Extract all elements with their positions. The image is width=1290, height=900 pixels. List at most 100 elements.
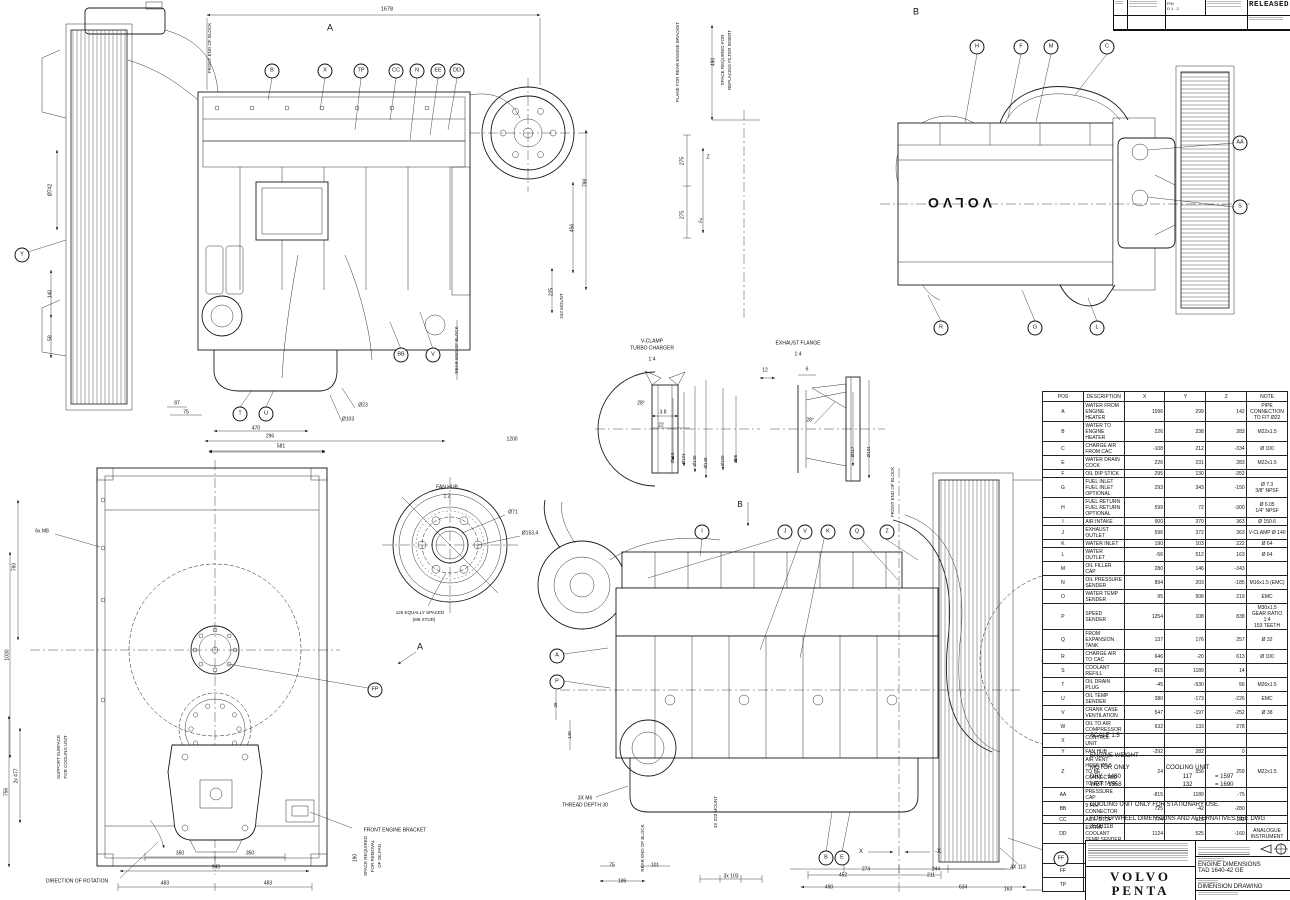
drawing-title-line1: ENGINE DIMENSIONS	[1198, 861, 1261, 868]
annotation-label: REAR END OF BLOCK	[453, 326, 459, 374]
annotation-label: 26	[552, 702, 558, 708]
flywheel-note: FOR FLYWHEEL DIMENSIONS AND ALTERNATIVES…	[1090, 816, 1266, 830]
pos-table-cell-pos: S	[1042, 663, 1084, 678]
pos-table-cell-pos: U	[1042, 691, 1084, 706]
pos-table-cell-note: EMC	[1246, 691, 1288, 706]
annotation-label: 28°	[637, 400, 645, 407]
pos-table-cell-pos: CC	[1042, 815, 1084, 824]
annotation-label: 490	[710, 57, 717, 67]
annotation-label: 1030	[4, 649, 11, 661]
annotation-label: EXHAUST FLANGE	[775, 340, 821, 347]
annotation-label: 75	[183, 409, 189, 416]
annotation-label: 1200	[506, 436, 518, 443]
annotation-label: 470	[251, 425, 261, 432]
pos-table-cell-desc: OIL FILLER CAP	[1082, 561, 1125, 576]
weight-dry-total: = 1597	[1215, 773, 1234, 780]
pos-table-cell-desc: WATER TO ENGINE HEATER	[1082, 421, 1125, 442]
pos-table-cell-note: Ø 38	[1246, 705, 1288, 720]
annotation-label: 244	[931, 866, 941, 873]
pos-table-cell-x: 646	[1123, 649, 1166, 664]
position-balloon: X	[317, 63, 333, 79]
pos-table-cell-y: -530	[1164, 677, 1207, 692]
pos-table-cell-y: 556	[1164, 755, 1207, 788]
annotation-label: X	[858, 849, 864, 855]
pos-table-cell-z: 363	[1205, 517, 1248, 526]
pos-table-cell-pos: N	[1042, 575, 1084, 590]
pos-table-cell-y: 508	[1164, 589, 1207, 604]
pos-table-cell-desc: OIL PRESSURE SENDER	[1082, 575, 1125, 590]
position-balloon: C	[1099, 39, 1115, 55]
doc-type: DIMENSION DRAWING	[1198, 883, 1263, 890]
annotation-label: 211	[927, 872, 935, 879]
pos-table-cell-y: 130	[1164, 469, 1207, 478]
position-balloon: Z	[879, 524, 895, 540]
pos-table-cell-pos: P	[1042, 603, 1084, 630]
annotation-label: 28°	[806, 417, 814, 424]
annotation-label: 1:2	[443, 493, 451, 500]
brand-penta: PENTA	[1111, 883, 1170, 898]
annotation-label: 243 MOUNT	[558, 293, 564, 319]
position-balloon: Y	[14, 247, 30, 263]
pos-table-cell-desc: EXHAUST OUTLET	[1082, 525, 1125, 540]
annotation-label: 3X M6	[577, 795, 593, 802]
annotation-label: FRONT ENGINE BRACKET	[363, 827, 427, 834]
pos-table-cell-pos: O	[1042, 589, 1084, 604]
pos-table-cell-note: M22x1.5	[1246, 755, 1288, 788]
position-balloon: L	[1089, 320, 1105, 336]
position-balloon: R	[933, 320, 949, 336]
position-balloon: B	[264, 63, 280, 79]
standards-cell	[1196, 841, 1290, 857]
pos-table-cell-note: Ø 100	[1246, 649, 1288, 664]
position-balloon: V	[425, 347, 441, 363]
pos-table-column-header: DESCRIPTION	[1082, 391, 1125, 402]
position-balloon: AA	[1232, 135, 1248, 151]
weight-wet-total: = 1690	[1215, 782, 1234, 788]
annotation-label: Ø110	[669, 452, 675, 464]
detail-exhaust-flange-group	[721, 374, 885, 482]
annotation-label: (M8 STUD)	[412, 616, 436, 622]
pos-table-cell-pos: B	[1042, 421, 1084, 442]
pos-table-cell-z: -252	[1205, 705, 1248, 720]
pos-table-cell-pos: DD	[1042, 823, 1084, 844]
position-balloon: DD	[449, 63, 465, 79]
pos-table-cell-y: 176	[1164, 629, 1207, 650]
pos-table-cell-note: Ø 100	[1246, 441, 1288, 456]
pos-table-cell-z: 257	[1205, 629, 1248, 650]
pos-table-cell-y: -20	[1164, 649, 1207, 664]
pos-table-cell-x: 190	[1123, 539, 1166, 548]
annotation-label: 3X 223 MOUNT	[712, 795, 718, 829]
annotation-label: 274	[861, 866, 871, 873]
annotation-label: 140	[566, 731, 572, 739]
pos-table-cell-desc: FROM EXPANSION TANK	[1082, 629, 1125, 650]
pos-table-cell-z: 222	[1205, 539, 1248, 548]
pos-table-cell-x: 894	[1123, 575, 1166, 590]
pos-table-cell-z: -185	[1205, 575, 1248, 590]
annotation-label: 275	[679, 210, 686, 220]
position-balloon: T	[232, 406, 248, 422]
pos-table-cell-desc: OIL DRAIN PLUG	[1082, 677, 1125, 692]
position-balloon: FF	[1053, 851, 1069, 867]
pos-table-cell-note: Ø 64	[1246, 547, 1288, 562]
annotation-label: V-CLAMP	[641, 338, 663, 345]
pos-table-cell-z: 838	[1205, 603, 1248, 630]
pos-table-cell-x: 900	[1123, 517, 1166, 526]
annotation-label: A	[416, 641, 424, 652]
pos-table-cell-z: -300	[1205, 497, 1248, 518]
pos-table-cell-z: -334	[1205, 441, 1248, 456]
release-status-badge: RELEASED	[1248, 0, 1290, 16]
annotation-label: 225	[548, 287, 555, 297]
annotation-label: -X	[935, 849, 941, 855]
annotation-label: SPACE REQUIRED	[362, 836, 368, 876]
pos-table-cell-pos: X	[1042, 733, 1084, 748]
position-balloon: F	[1013, 39, 1029, 55]
annotation-label: TURBO CHARGER	[630, 345, 674, 352]
pos-table-cell-note: Ø 64	[1246, 539, 1288, 548]
